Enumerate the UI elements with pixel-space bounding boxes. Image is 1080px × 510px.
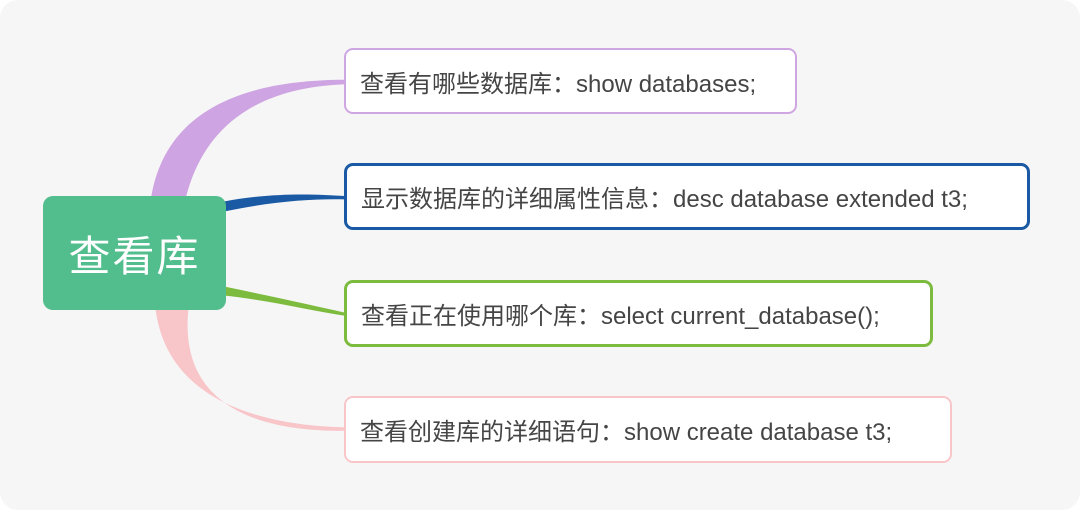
branch-curve-purple	[150, 79, 345, 206]
topic-label: 查看正在使用哪个库：select current_database();	[361, 303, 880, 330]
root-node[interactable]: 查看库	[43, 196, 226, 310]
branch-curve-blue	[224, 194, 345, 212]
topic-label: 查看有哪些数据库：show databases;	[360, 70, 757, 98]
topic-show-create-database[interactable]: 查看创建库的详细语句：show create database t3;	[344, 396, 952, 463]
topic-select-current-database[interactable]: 查看正在使用哪个库：select current_database();	[344, 280, 933, 347]
topic-label: 显示数据库的详细属性信息：desc database extended t3;	[361, 186, 968, 213]
root-node-label: 查看库	[68, 232, 201, 280]
topic-label: 查看创建库的详细语句：show create database t3;	[360, 419, 893, 446]
topic-show-databases[interactable]: 查看有哪些数据库：show databases;	[344, 48, 797, 114]
topic-desc-database-extended[interactable]: 显示数据库的详细属性信息：desc database extended t3;	[344, 163, 1030, 230]
branch-curve-pink	[155, 304, 345, 431]
branch-curve-green	[224, 286, 345, 316]
